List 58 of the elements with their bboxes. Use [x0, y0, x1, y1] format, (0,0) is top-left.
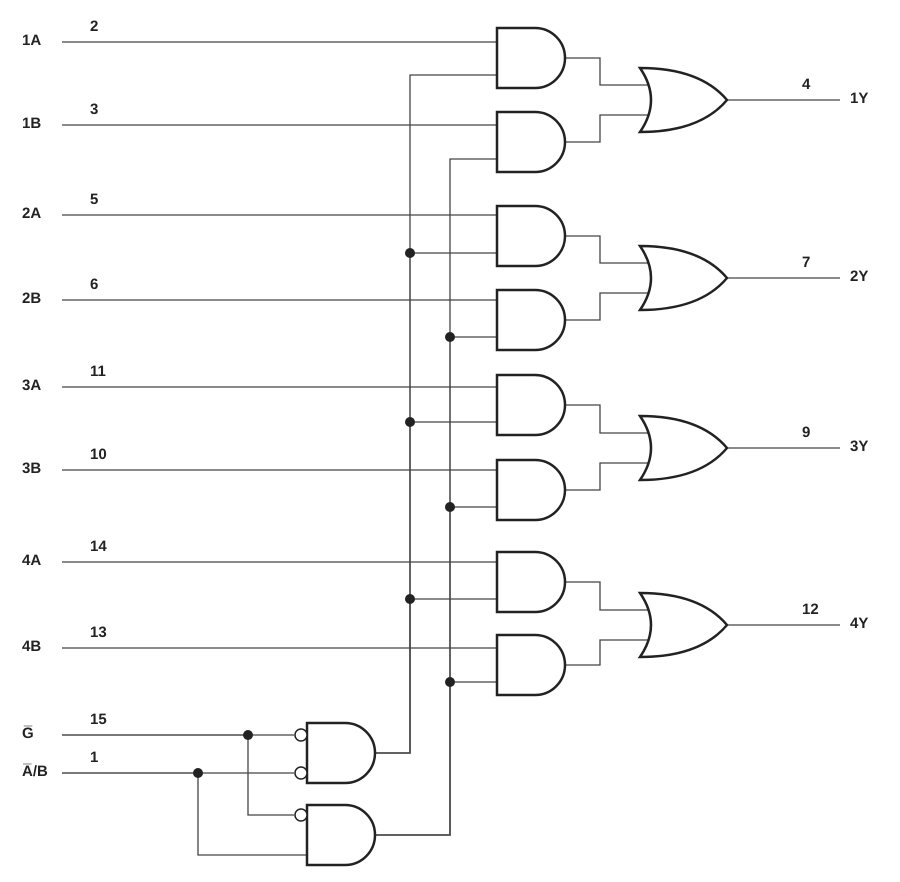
wire: [62, 469, 497, 471]
wire: [62, 299, 497, 301]
pin-number: 6: [90, 276, 98, 293]
pin-number: 5: [90, 191, 98, 208]
pin-label: 3Y: [850, 438, 868, 455]
and-gate: [496, 458, 566, 522]
pin-label: 2B: [22, 290, 42, 307]
wire: [62, 124, 497, 126]
wire: [727, 447, 840, 449]
wire: [62, 734, 294, 816]
pin-label: 4A: [22, 552, 42, 569]
pin-label: 1Y: [850, 90, 868, 107]
pin-label: 2A: [22, 205, 42, 222]
pin-number: 13: [90, 624, 107, 641]
and-gate: [294, 722, 376, 784]
pin-label: 2Y: [850, 268, 868, 285]
pin-label: 3A: [22, 377, 42, 394]
and-gate: [496, 110, 566, 174]
pin-number: 7: [802, 254, 810, 271]
pin-number: 11: [90, 363, 106, 380]
and-gate: [496, 288, 566, 352]
pin-label: A̅/B: [22, 763, 48, 780]
and-gate: [496, 204, 566, 268]
wire: [727, 99, 840, 101]
pin-number: 1: [90, 749, 98, 766]
or-gate: [638, 244, 728, 312]
wire: [376, 598, 497, 754]
and-gate: [294, 804, 376, 866]
wire: [62, 772, 307, 856]
wire: [62, 214, 497, 216]
pin-number: 10: [90, 446, 107, 463]
pin-label: 3B: [22, 460, 42, 477]
wire: [62, 386, 497, 388]
pin-number: 2: [90, 18, 98, 35]
or-gate: [638, 414, 728, 482]
and-gate: [496, 634, 566, 696]
pin-number: 3: [90, 101, 98, 118]
or-gate: [638, 66, 728, 134]
pin-number: 9: [802, 424, 810, 441]
wire: [727, 277, 840, 279]
pin-number: 15: [90, 711, 107, 728]
or-gate: [638, 592, 728, 658]
wire: [62, 41, 497, 43]
and-gate: [496, 374, 566, 436]
pin-label: 1B: [22, 115, 42, 132]
pin-label: 1A: [22, 32, 42, 49]
wire: [376, 681, 497, 836]
pin-label: 4B: [22, 638, 42, 655]
pin-label: G̅: [22, 725, 34, 742]
pin-number: 12: [802, 601, 819, 618]
wire: [62, 561, 497, 563]
wire: [62, 647, 497, 649]
pin-number: 4: [802, 76, 810, 93]
wire: [727, 624, 840, 626]
and-gate: [496, 550, 566, 614]
pin-label: 4Y: [850, 615, 868, 632]
and-gate: [496, 26, 566, 90]
pin-number: 14: [90, 538, 107, 555]
